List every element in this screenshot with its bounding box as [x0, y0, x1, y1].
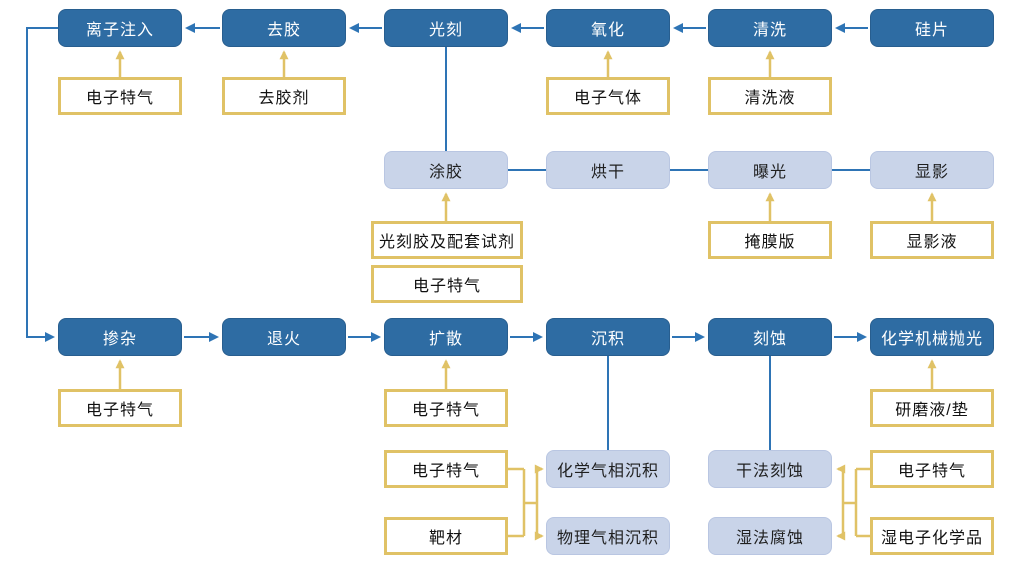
subprocess-pvd: 物理气相沉积	[546, 517, 670, 555]
process-cmp: 化学机械抛光	[870, 318, 994, 356]
supply-electronic-special-gas-diffusion: 电子特气	[384, 389, 508, 427]
process-diffusion: 扩散	[384, 318, 508, 356]
supply-electronic-special-gas-doping: 电子特气	[58, 389, 182, 427]
subprocess-wet-etching: 湿法腐蚀	[708, 517, 832, 555]
subprocess-cvd: 化学气相沉积	[546, 450, 670, 488]
supply-developer-solution: 显影液	[870, 221, 994, 259]
supply-electronic-special-gas-coating: 电子特气	[371, 265, 523, 303]
supply-photomask: 掩膜版	[708, 221, 832, 259]
supply-photoresist-and-reagents: 光刻胶及配套试剂	[371, 221, 523, 259]
process-etching: 刻蚀	[708, 318, 832, 356]
supply-cleaning-solution: 清洗液	[708, 77, 832, 115]
process-cleaning: 清洗	[708, 9, 832, 47]
supply-wet-electronic-chemicals: 湿电子化学品	[870, 517, 994, 555]
process-lithography: 光刻	[384, 9, 508, 47]
supply-electronic-gas: 电子气体	[546, 77, 670, 115]
left-wrap-connector	[26, 27, 58, 342]
process-oxidation: 氧化	[546, 9, 670, 47]
process-doping: 掺杂	[58, 318, 182, 356]
process-annealing: 退火	[222, 318, 346, 356]
process-ion-implantation: 离子注入	[58, 9, 182, 47]
deposition-supply-bracket	[508, 464, 544, 541]
subprocess-baking: 烘干	[546, 151, 670, 189]
process-silicon-wafer: 硅片	[870, 9, 994, 47]
supply-slurry-pad: 研磨液/垫	[870, 389, 994, 427]
subprocess-coating: 涂胶	[384, 151, 508, 189]
supply-electronic-special-gas-implant: 电子特气	[58, 77, 182, 115]
supply-electronic-special-gas-deposition: 电子特气	[384, 450, 508, 488]
supply-stripper-agent: 去胶剂	[222, 77, 346, 115]
subprocess-development: 显影	[870, 151, 994, 189]
process-deposition: 沉积	[546, 318, 670, 356]
subprocess-exposure: 曝光	[708, 151, 832, 189]
supply-target-material: 靶材	[384, 517, 508, 555]
supply-electronic-special-gas-etching: 电子特气	[870, 450, 994, 488]
etch-supply-bracket	[836, 464, 870, 541]
process-resist-stripping: 去胶	[222, 9, 346, 47]
subprocess-dry-etching: 干法刻蚀	[708, 450, 832, 488]
